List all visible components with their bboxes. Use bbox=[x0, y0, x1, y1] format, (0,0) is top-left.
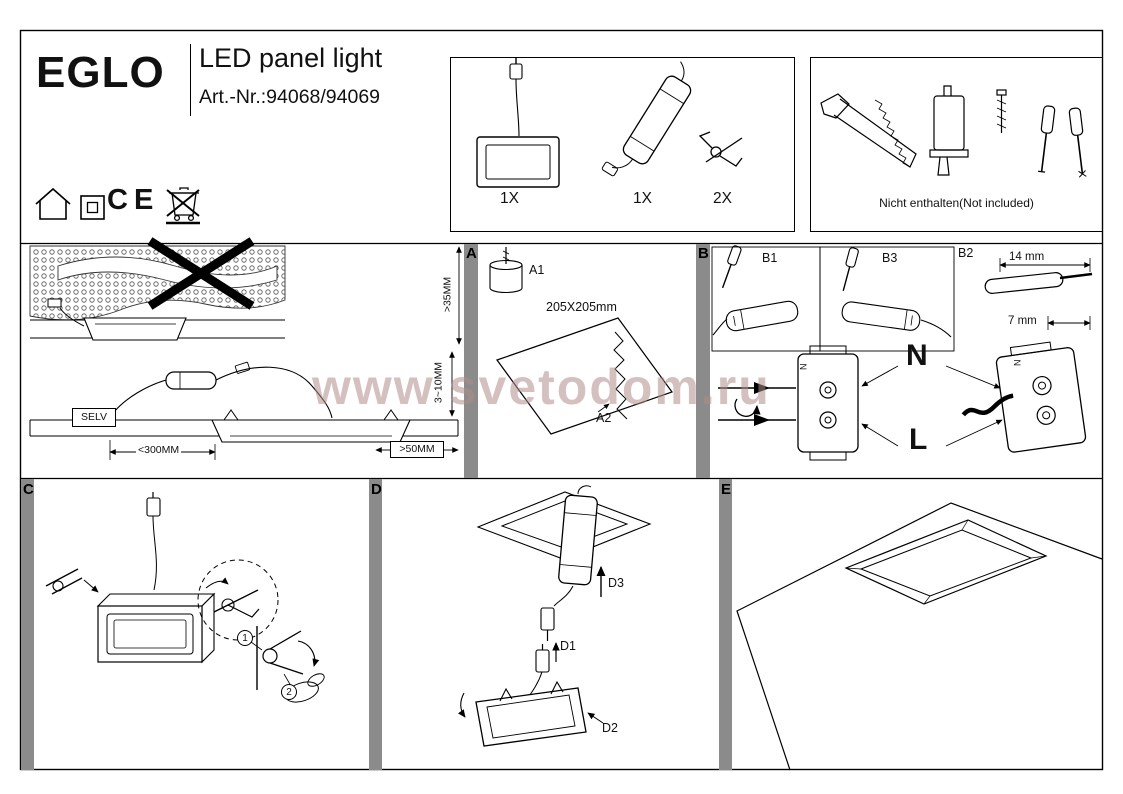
section-d-drawings bbox=[458, 485, 652, 747]
clip-detail-large bbox=[250, 626, 325, 703]
b1-drawing bbox=[712, 245, 799, 336]
section-e-label: E bbox=[721, 481, 732, 498]
dim-min-depth: >35MM bbox=[441, 270, 454, 319]
step-1-badge: 1 bbox=[237, 630, 253, 646]
spring-clip-left bbox=[45, 568, 99, 595]
screw-anchor-icon bbox=[996, 89, 1007, 133]
step-a1-label: A1 bbox=[529, 263, 545, 277]
clip-part-drawing bbox=[698, 131, 743, 167]
live-wire-label: L bbox=[909, 423, 928, 456]
terminal-n-right: N bbox=[1012, 359, 1023, 366]
included-parts-drawings bbox=[476, 58, 743, 188]
driver-part-drawing bbox=[601, 61, 692, 177]
section-c-drawings bbox=[45, 492, 325, 703]
sealant-gun-icon bbox=[929, 85, 969, 176]
step-a2-label: A2 bbox=[596, 411, 612, 425]
section-c-label: C bbox=[23, 481, 34, 498]
strip-length-outer: 14 mm bbox=[1007, 251, 1047, 264]
section-b-label: B bbox=[698, 245, 709, 262]
section-e-drawing bbox=[736, 502, 1103, 771]
section-b-drawings bbox=[712, 245, 1093, 461]
section-a-drawings bbox=[489, 247, 673, 435]
double-square-icon bbox=[80, 195, 105, 220]
section-a-label: A bbox=[466, 245, 477, 262]
clip-detail-small bbox=[213, 589, 260, 618]
nl-leader-lines bbox=[861, 365, 1003, 447]
panel-quantity: 1X bbox=[500, 190, 519, 207]
section-d-label: D bbox=[371, 481, 382, 498]
step-b1-label: B1 bbox=[762, 251, 778, 265]
screwdriver-phillips-icon bbox=[1068, 107, 1087, 178]
step-b2-label: B2 bbox=[958, 246, 974, 260]
step-2-badge: 2 bbox=[281, 684, 297, 700]
correct-install-diagram bbox=[29, 246, 462, 460]
terminal-n-left: N bbox=[798, 363, 809, 370]
product-name: LED panel light bbox=[199, 43, 383, 73]
brand-logo: EGLO bbox=[36, 48, 165, 97]
cross-mark bbox=[147, 237, 255, 310]
wrong-install-diagram bbox=[29, 237, 286, 341]
clips-quantity: 2X bbox=[713, 190, 732, 207]
step-d3-label: D3 bbox=[608, 576, 624, 590]
tools-note: Nicht enthalten(Not included) bbox=[879, 196, 1034, 210]
step-b3-label: B3 bbox=[882, 251, 898, 265]
saw-icon bbox=[820, 93, 917, 168]
section-bars bbox=[21, 244, 732, 770]
dim-ceiling-thickness: 3~10MM bbox=[432, 355, 445, 410]
neutral-wire-label: N bbox=[906, 339, 928, 372]
panel-part-drawing bbox=[476, 58, 560, 188]
weee-bin-icon bbox=[166, 187, 200, 225]
selv-box: SELV bbox=[72, 408, 116, 427]
strip-length-inner: 7 mm bbox=[1006, 315, 1039, 328]
step-d2-label: D2 bbox=[602, 721, 618, 735]
step-1-number: 1 bbox=[242, 632, 248, 644]
terminal-left-drawing bbox=[718, 345, 859, 461]
b3-drawing bbox=[841, 247, 952, 338]
step-d1-label: D1 bbox=[560, 639, 576, 653]
ce-mark: CE bbox=[107, 184, 160, 216]
house-icon bbox=[35, 187, 71, 220]
screwdriver-flat-icon bbox=[1038, 105, 1056, 173]
frame bbox=[19, 29, 1104, 771]
article-number: Art.-Nr.:94068/94069 bbox=[199, 86, 381, 108]
compliance-icons bbox=[35, 187, 200, 225]
b2-wire-strip-drawing bbox=[984, 258, 1093, 330]
tools-drawings bbox=[820, 85, 1087, 178]
step-2-number: 2 bbox=[286, 686, 292, 698]
cutout-size: 205X205mm bbox=[546, 300, 617, 314]
hole-saw-icon bbox=[489, 247, 523, 294]
dim-min-side: >50MM bbox=[390, 441, 444, 458]
driver-quantity: 1X bbox=[633, 190, 652, 207]
dim-min-width: <300MM bbox=[136, 444, 182, 457]
terminal-right-drawing bbox=[961, 341, 1087, 453]
